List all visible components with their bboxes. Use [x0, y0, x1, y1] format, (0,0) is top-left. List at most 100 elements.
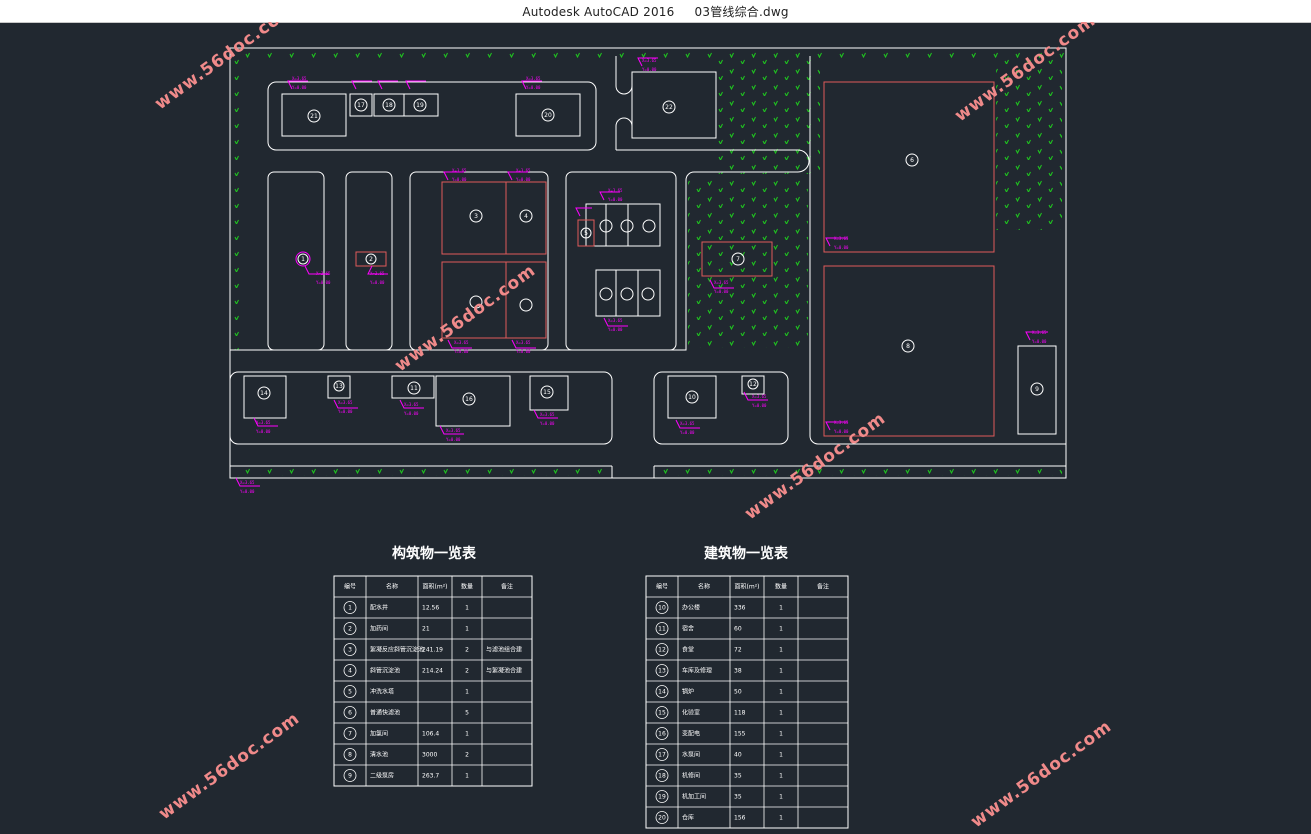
table-cell-no: 5	[348, 689, 352, 696]
table-cell-qty: 1	[779, 689, 783, 696]
table-cell-no: 19	[658, 794, 666, 801]
svg-text:X=3.65: X=3.65	[1032, 330, 1047, 335]
svg-text:13: 13	[335, 383, 343, 390]
svg-text:3: 3	[474, 213, 478, 220]
table-cell-name: 化验室	[682, 709, 700, 717]
table-cell-qty: 1	[465, 605, 469, 612]
table-cell-note: 与絮凝池合建	[486, 667, 522, 675]
unit-marker: 15	[540, 385, 554, 399]
table-cell-area: 336	[734, 605, 746, 612]
svg-text:X=3.65: X=3.65	[256, 420, 271, 425]
svg-text:16: 16	[465, 396, 473, 403]
unit-marker: 12	[747, 378, 759, 390]
svg-text:X=3.65: X=3.65	[540, 412, 555, 417]
svg-text:Y=0.00: Y=0.00	[540, 421, 555, 426]
unit-marker: 17	[354, 98, 368, 112]
block-col-3	[409, 171, 549, 351]
svg-text:9: 9	[1035, 386, 1039, 393]
unit-marker: 16	[462, 392, 476, 406]
unit-marker: 18	[382, 98, 396, 112]
svg-text:X=3.65: X=3.65	[834, 236, 849, 241]
svg-text:19: 19	[416, 102, 424, 109]
table-cell-name: 加药间	[370, 625, 388, 633]
svg-text:X=3.65: X=3.65	[608, 188, 623, 193]
unit-marker: 2	[365, 253, 377, 265]
unit-marker: 8	[901, 339, 915, 353]
table-cell-qty: 2	[465, 752, 469, 759]
table-cell-qty: 2	[465, 668, 469, 675]
svg-text:X=3.65: X=3.65	[452, 168, 467, 173]
table-cell-qty: 1	[779, 794, 783, 801]
table-cell-qty: 2	[465, 647, 469, 654]
table-cell-no: 17	[658, 752, 666, 759]
table-cell-area: 241.19	[422, 647, 443, 654]
table-header-cell: 名称	[698, 583, 710, 591]
coordinate-labels: X=3.65Y=0.00 X=3.65Y=0.00 X=3.65Y=0.00 X…	[235, 57, 1048, 494]
table-cell-name: 仓库	[682, 814, 694, 822]
table-cell-area: 118	[734, 710, 746, 717]
svg-text:Y=0.00: Y=0.00	[516, 349, 531, 354]
table-cell-name: 机修间	[682, 772, 700, 780]
drawing-canvas[interactable]: 1 2 3 4 5 6 7 8 9 10 11 12 13 14 15 16 1…	[0, 22, 1311, 834]
unit-marker: 10	[685, 390, 699, 404]
table-cell-note: 与滤池组合建	[486, 646, 522, 654]
svg-text:4: 4	[524, 213, 528, 220]
table-cell-area: 21	[422, 626, 430, 633]
table-cell-qty: 1	[779, 731, 783, 738]
table-cell-no: 14	[658, 689, 666, 696]
table-cell-name: 机加工间	[682, 793, 706, 801]
table-cell-area: 50	[734, 689, 742, 696]
table-cell-no: 15	[658, 710, 666, 717]
svg-text:Y=0.00: Y=0.00	[834, 429, 849, 434]
watermark: www.56doc.com	[391, 261, 539, 377]
table-cell-no: 11	[658, 626, 666, 633]
unit-marker: 14	[257, 386, 271, 400]
unit-marker: 9	[1030, 382, 1044, 396]
table-cell-qty: 1	[779, 668, 783, 675]
table-cell-name: 配水井	[370, 604, 388, 612]
svg-text:8: 8	[906, 343, 910, 350]
table-header-cell: 数量	[461, 583, 473, 591]
unit-marker: 5	[580, 227, 592, 239]
svg-text:17: 17	[357, 102, 365, 109]
app-name: Autodesk AutoCAD 2016	[522, 5, 675, 19]
unit-marker: 22	[662, 100, 676, 114]
table-cell-area: 40	[734, 752, 742, 759]
svg-text:Y=0.00: Y=0.00	[256, 429, 271, 434]
svg-text:Y=0.00: Y=0.00	[404, 411, 419, 416]
table-cell-name: 变配电	[682, 730, 700, 738]
table-header-cell: 编号	[344, 583, 356, 591]
table-cell-no: 18	[658, 773, 666, 780]
table-header-cell: 备注	[501, 583, 513, 591]
table-header-cell: 备注	[817, 583, 829, 591]
unit-marker: 6	[905, 153, 919, 167]
table-cell-qty: 1	[779, 710, 783, 717]
svg-text:Y=0.00: Y=0.00	[608, 197, 623, 202]
table-cell-area: 214.24	[422, 668, 443, 675]
svg-text:X=3.65: X=3.65	[516, 340, 531, 345]
svg-text:X=3.65: X=3.65	[316, 271, 331, 276]
unit-marker: 19	[413, 98, 427, 112]
svg-text:X=3.65: X=3.65	[526, 76, 541, 81]
svg-text:Y=0.00: Y=0.00	[608, 327, 623, 332]
unit-marker: 11	[407, 381, 421, 395]
svg-text:Y=0.00: Y=0.00	[240, 489, 255, 494]
table-cell-area: 72	[734, 647, 742, 654]
svg-text:2: 2	[369, 256, 373, 263]
svg-text:Y=0.00: Y=0.00	[452, 177, 467, 182]
table-cell-qty: 1	[465, 689, 469, 696]
table-cell-area: 106.4	[422, 731, 439, 738]
svg-text:12: 12	[749, 381, 757, 388]
svg-text:Y=0.00: Y=0.00	[834, 245, 849, 250]
buildings-table-title: 建筑物一览表	[704, 545, 789, 562]
svg-text:15: 15	[543, 389, 551, 396]
watermarks: www.56doc.com www.56doc.com www.56doc.co…	[151, 22, 1115, 832]
table-cell-name: 二级泵房	[370, 772, 394, 780]
table-cell-area: 3000	[422, 752, 437, 759]
svg-text:X=3.65: X=3.65	[680, 421, 695, 426]
unit-marker: 1	[295, 251, 311, 267]
file-name: 03管线综合.dwg	[694, 5, 789, 19]
grass-areas	[232, 50, 1064, 476]
table-cell-name: 食堂	[682, 646, 694, 654]
